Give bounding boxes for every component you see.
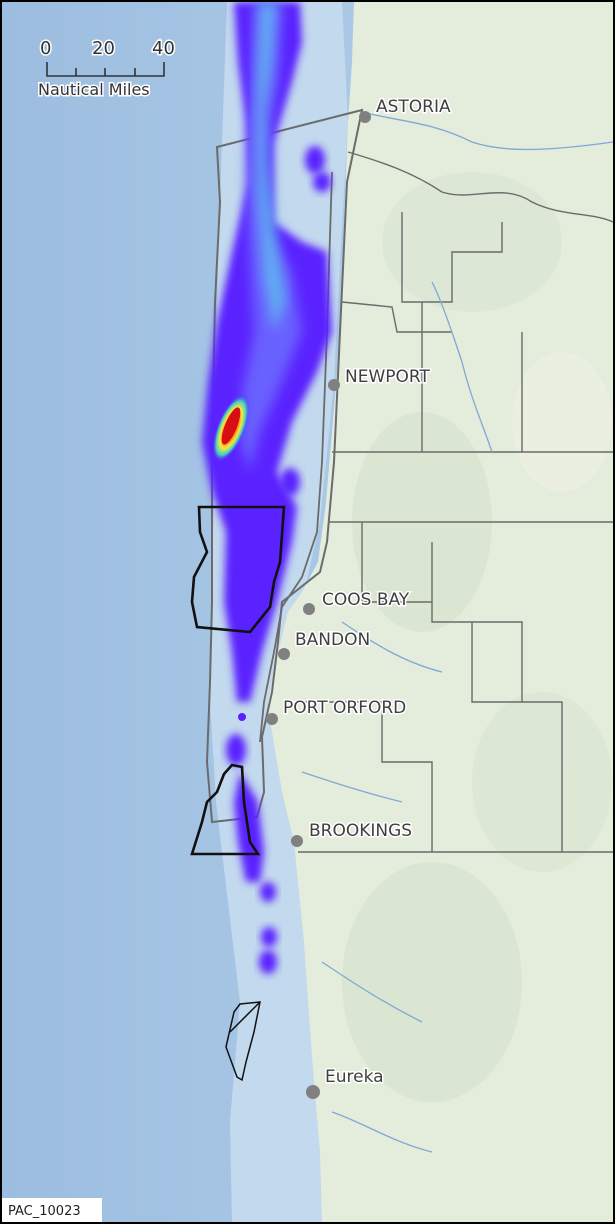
city-dot-bandon[interactable] — [278, 648, 290, 660]
city-dot-coos-bay[interactable] — [303, 603, 315, 615]
scale-unit-label: Nautical Miles — [38, 80, 150, 99]
wind-energy-area-humboldt — [225, 1001, 261, 1082]
planning-area-boundary — [205, 108, 364, 824]
terrain-patches — [342, 172, 612, 1102]
rivers — [301, 111, 613, 1153]
scale-bar-line — [46, 62, 165, 77]
city-dot-port-orford[interactable] — [266, 713, 278, 725]
city-dot-brookings[interactable] — [291, 835, 303, 847]
scale-tick-label-20: 20 — [92, 38, 115, 59]
map-id-box — [2, 1198, 102, 1222]
scale-tick-label-40: 40 — [152, 38, 175, 59]
inner-boundary — [259, 171, 333, 743]
admin-boundaries — [298, 151, 613, 853]
wind-energy-area-coos-bay — [190, 505, 286, 634]
city-markers — [266, 111, 371, 1099]
city-dot-eureka[interactable] — [306, 1085, 320, 1099]
city-label-brookings: BROOKINGS — [309, 821, 412, 841]
city-label-newport: NEWPORT — [345, 367, 430, 387]
scale-tick-label-0: 0 — [40, 38, 51, 59]
map-id-label: PAC_10023 — [8, 1204, 81, 1219]
city-label-bandon: BANDON — [295, 630, 370, 650]
city-label-astoria: ASTORIA — [376, 97, 451, 117]
city-label-port-orford: PORT ORFORD — [283, 698, 406, 718]
city-dot-astoria[interactable] — [359, 111, 371, 123]
city-label-coos-bay: COOS BAY — [322, 590, 410, 610]
city-label-eureka: Eureka — [325, 1067, 384, 1087]
wind-energy-area-brookings — [190, 763, 261, 856]
city-dot-newport[interactable] — [328, 379, 340, 391]
scale-bar: 0 20 40 Nautical Miles — [37, 37, 177, 101]
